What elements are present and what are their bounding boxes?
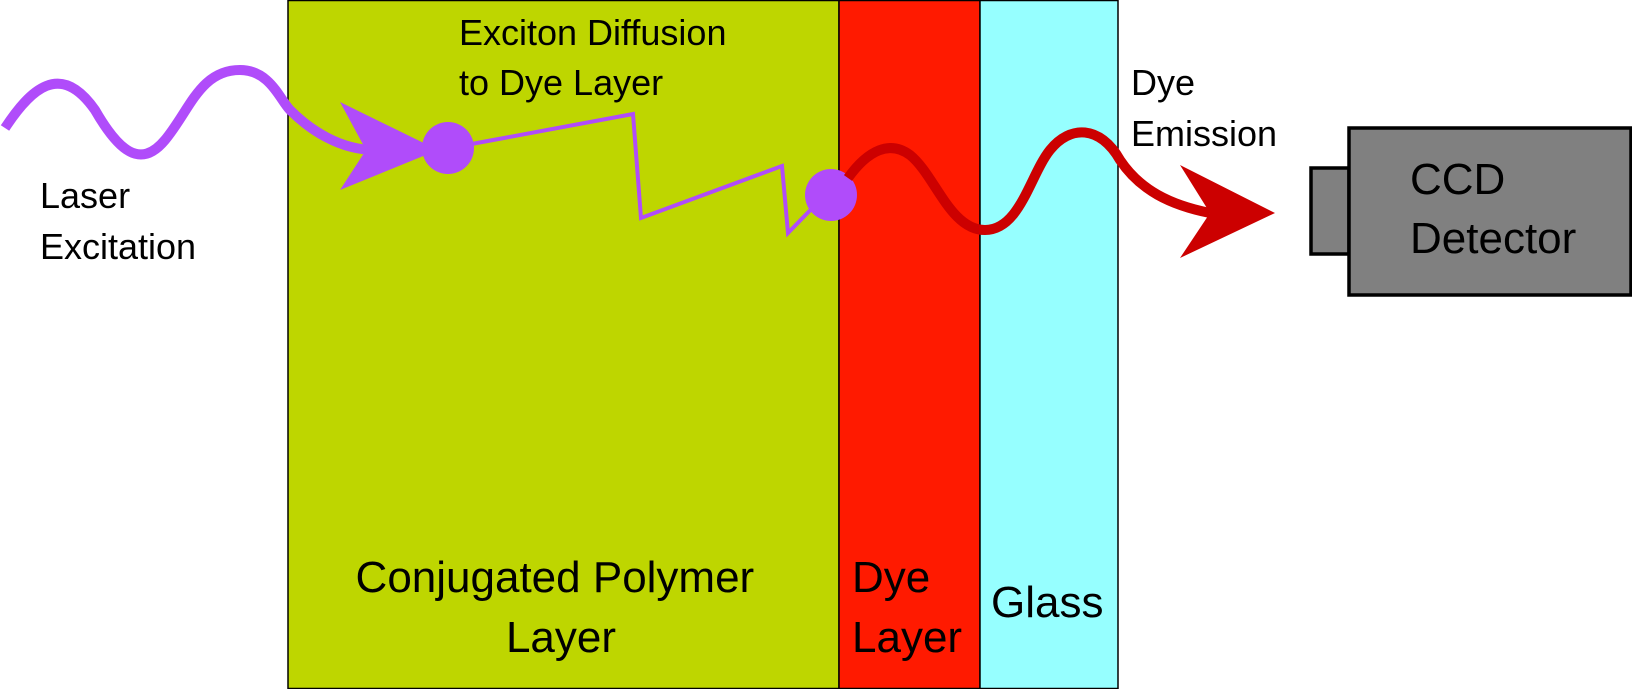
ccd-detector-label-line-2: Detector [1410, 214, 1576, 263]
glass-layer [979, 0, 1119, 689]
glass-layer-label: Glass [991, 578, 1103, 627]
exciton-start-dot-icon [422, 122, 474, 174]
conjugated-polymer-layer-label-line-2: Layer [506, 613, 616, 662]
dye-emission-label-line-1: Dye [1131, 62, 1195, 103]
laser-excitation-label: Laser Excitation [40, 175, 196, 267]
conjugated-polymer-layer-label: Conjugated Polymer Layer [356, 553, 767, 662]
exciton-diffusion-label: Exciton Diffusion to Dye Layer [459, 12, 736, 103]
laser-excitation-arrow [0, 64, 438, 190]
exciton-end-dot-icon [805, 169, 857, 221]
ccd-detector-label-line-1: CCD [1410, 155, 1505, 204]
laser-wave-icon [0, 64, 376, 160]
exciton-diffusion-label-line-2: to Dye Layer [459, 62, 663, 103]
conjugated-polymer-layer-label-line-1: Conjugated Polymer [356, 553, 755, 602]
dye-emission-label-line-2: Emission [1131, 113, 1277, 154]
emission-wave-icon [843, 127, 1211, 236]
dye-layer-label: Dye Layer [852, 553, 962, 662]
detector-lens-icon [1309, 166, 1351, 256]
laser-excitation-label-line-1: Laser [40, 175, 130, 216]
dye-layer-label-line-2: Layer [852, 613, 962, 662]
emission-arrowhead-icon [1180, 165, 1275, 258]
ccd-detector: CCD Detector [1309, 126, 1632, 297]
dye-layer [838, 0, 981, 689]
laser-excitation-label-line-2: Excitation [40, 226, 196, 267]
exciton-diffusion-path [422, 111, 857, 238]
dye-emission-label: Dye Emission [1131, 62, 1277, 154]
laser-arrowhead-icon [340, 102, 438, 190]
dye-layer-label-line-1: Dye [852, 553, 930, 602]
dye-emission-arrow [843, 127, 1275, 258]
detector-body-icon [1347, 126, 1632, 297]
exciton-zigzag-icon [449, 111, 827, 238]
conjugated-polymer-layer [287, 0, 840, 689]
exciton-diffusion-label-line-1: Exciton Diffusion [459, 12, 726, 53]
layer-stack [287, 0, 1119, 689]
ccd-detector-label: CCD Detector [1410, 155, 1576, 263]
